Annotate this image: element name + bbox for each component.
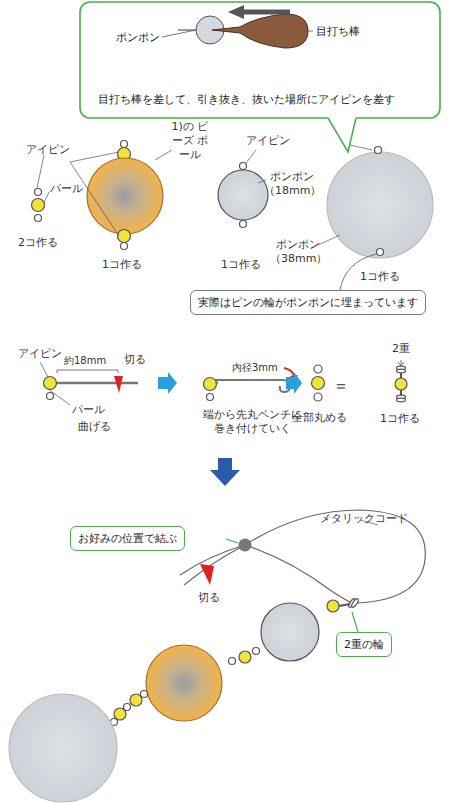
- speech-bubble: ポンポン 目打ち棒目打ち棒を差して、引き抜き、抜いた場所にアイピンを差す: [80, 2, 440, 118]
- leader: [300, 31, 313, 32]
- pompom-18: [218, 150, 268, 228]
- awl-handle: [212, 14, 308, 48]
- bubble-tail: [328, 118, 356, 152]
- part-label: アイピン: [26, 143, 70, 157]
- part-label: アイピン: [18, 347, 62, 361]
- part-label: 2重: [392, 342, 410, 356]
- box-text: お好みの位置で結ぶ: [78, 531, 177, 546]
- part-label: 切る: [124, 353, 146, 367]
- part-label: 切る: [198, 591, 220, 605]
- note-box: 実際はピンの輪がポンポンに埋まっています: [190, 290, 426, 315]
- part-label: ポンポン （38mm）: [270, 238, 326, 266]
- part-label: 目打ち棒: [316, 24, 360, 39]
- box-text: 実際はピンの輪がポンポンに埋まっています: [198, 295, 418, 310]
- part-label: 1コ作る: [380, 412, 420, 426]
- speech-bubble: [80, 2, 440, 152]
- pull-arrow: [242, 10, 290, 15]
- pompom-38: [318, 145, 433, 290]
- instruction-text: 目打ち棒を差して、引き抜き、抜いた場所にアイピンを差す: [98, 93, 395, 107]
- eye-pin-steps: [40, 362, 138, 405]
- box-text: 2重の輪: [344, 637, 384, 652]
- part-label: 1)の ビーズ ボール: [170, 120, 210, 161]
- down-arrow: [210, 458, 240, 486]
- part-label: ＝: [333, 376, 349, 396]
- part-label: メタリックコード: [320, 512, 408, 526]
- step-arrow: [286, 372, 302, 394]
- part-label: 2コ作る: [18, 236, 58, 250]
- part-label: 1コ作る: [360, 270, 400, 284]
- part-label: 端から先丸ペンチに 巻き付けていく: [198, 408, 306, 436]
- part-label: 1コ作る: [102, 258, 142, 272]
- pull-arrow-head: [228, 5, 244, 19]
- double-ring-pin: [395, 360, 407, 402]
- leader: [162, 30, 196, 37]
- callout-box: お好みの位置で結ぶ: [70, 526, 185, 551]
- part-label: ポンポン （18mm）: [264, 170, 320, 198]
- pearl-pin: [32, 155, 50, 222]
- bubble-tail-fill: [328, 117, 356, 152]
- part-label: 1コ作る: [221, 258, 261, 272]
- eye-pin-done: [312, 365, 325, 401]
- step-arrow: [158, 372, 177, 394]
- part-label: 約18mm: [64, 355, 106, 368]
- part-label: アイピン: [246, 134, 290, 148]
- callout-box: 2重の輪: [336, 632, 392, 657]
- part-label: パール: [72, 403, 105, 417]
- assembly: [9, 510, 425, 802]
- part-label: ポンポン: [116, 30, 160, 45]
- part-label: 曲げる: [78, 420, 111, 434]
- part-label: 内径3mm: [232, 362, 278, 375]
- part-label: パール: [50, 182, 83, 196]
- bead-ball: [70, 141, 172, 250]
- awl-figure: [162, 5, 313, 48]
- bubble-outline: [80, 2, 440, 118]
- part-label: 全部丸める: [292, 411, 347, 425]
